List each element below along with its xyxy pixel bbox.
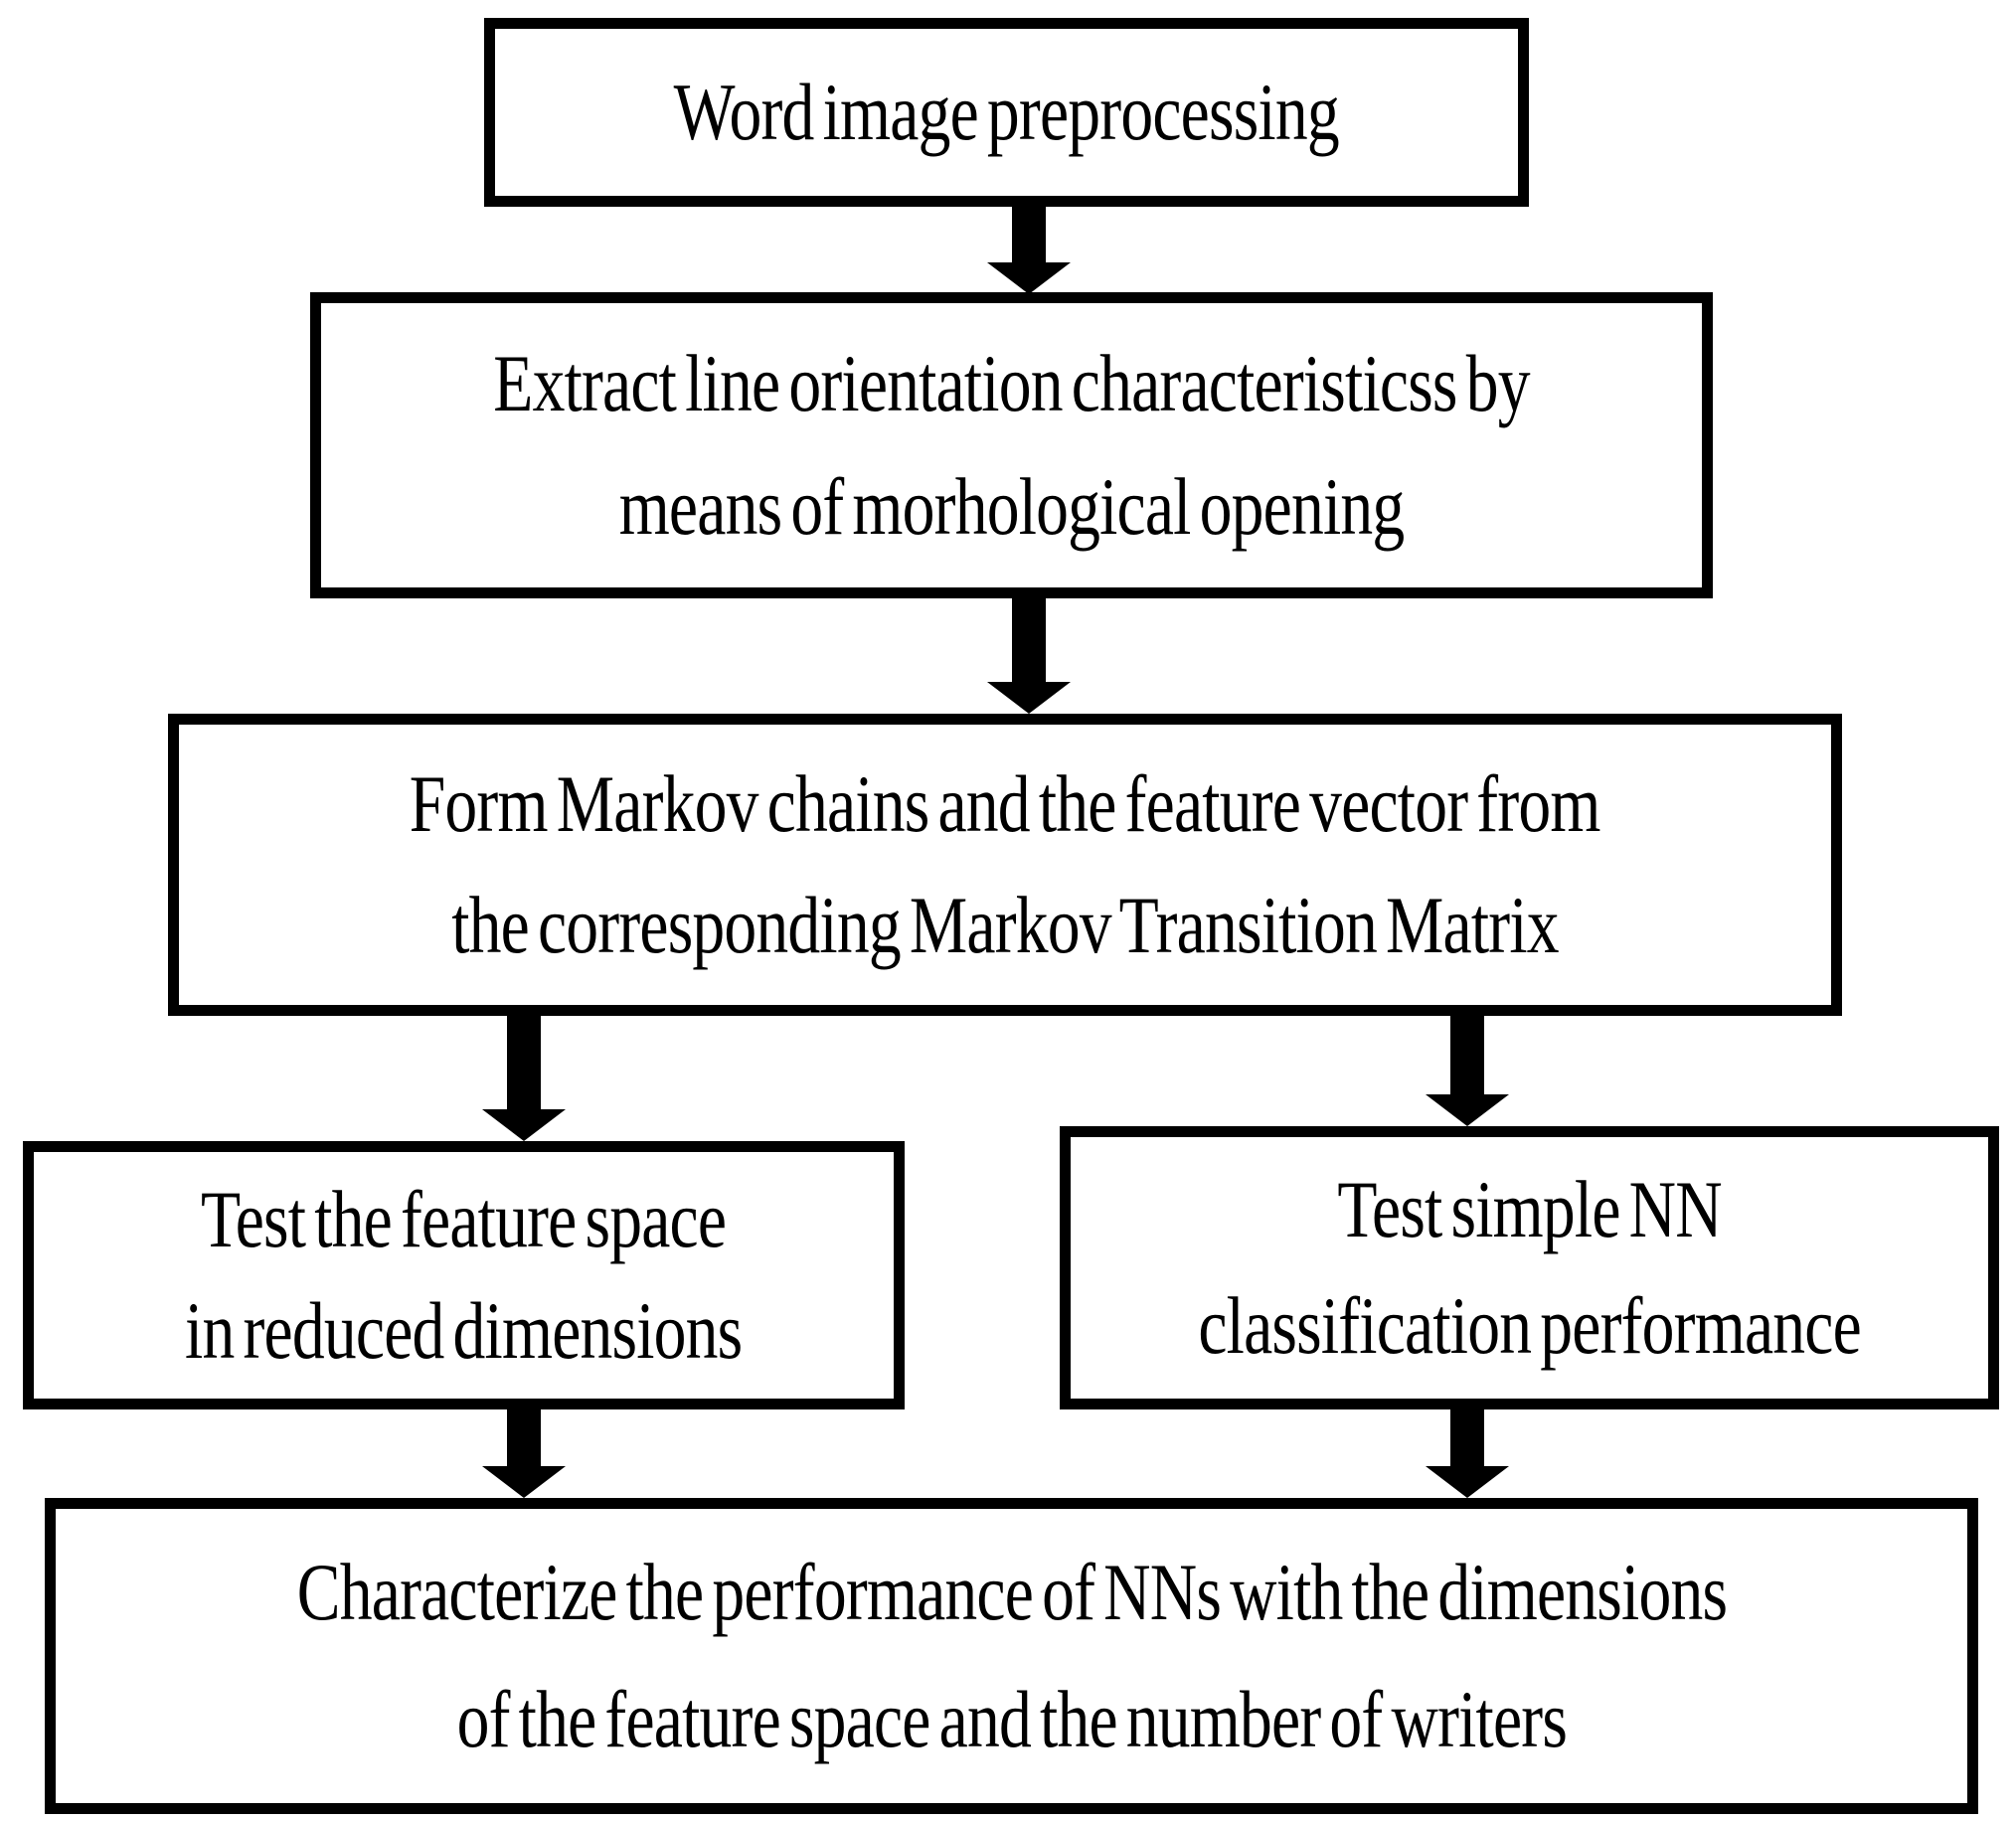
arrowhead-down-icon [1426,1094,1509,1126]
arrowhead-down-icon [1426,1466,1509,1498]
flow-node-extract-line-orientation: Extract line orientation characteristics… [310,292,1713,598]
node-text-line: of the feature space and the number of w… [456,1673,1567,1764]
arrow-shaft [1012,207,1046,266]
arrowhead-down-icon [482,1466,566,1498]
arrowhead-down-icon [987,682,1071,714]
arrow-markov-to-test-simple-nn [1426,1016,1509,1126]
arrow-preprocess-to-extract [987,207,1071,294]
arrow-markov-to-test-feature-space [482,1016,566,1141]
arrow-test-feature-space-to-characterize [482,1409,566,1498]
flow-node-word-image-preprocessing: Word image preprocessing [484,18,1529,207]
node-text-line: in reduced dimensions [185,1284,743,1376]
node-text-line: Extract line orientation characteristics… [493,337,1530,428]
node-text-line: Test simple NN [1337,1164,1722,1255]
arrow-test-simple-nn-to-characterize [1426,1409,1509,1498]
arrow-shaft [507,1409,541,1470]
node-text-line: Characterize the performance of NNs with… [296,1547,1727,1638]
arrowhead-down-icon [987,262,1071,294]
flow-node-form-markov-chains: Form Markov chains and the feature vecto… [168,714,1842,1016]
node-text-line: the corresponding Markov Transition Matr… [451,880,1559,971]
arrow-shaft [1450,1409,1484,1470]
arrow-shaft [1012,598,1046,686]
flow-node-test-feature-space: Test the feature space in reduced dimens… [23,1141,905,1409]
flow-node-test-simple-nn: Test simple NN classification performanc… [1060,1126,1999,1409]
flow-node-characterize-performance: Characterize the performance of NNs with… [45,1498,1978,1814]
node-text-line: means of morhological opening [618,460,1405,552]
node-text-line: Test the feature space [201,1174,727,1265]
node-text-line: Form Markov chains and the feature vecto… [410,757,1601,849]
arrowhead-down-icon [482,1109,566,1141]
arrow-extract-to-markov [987,598,1071,714]
arrow-shaft [1450,1016,1484,1098]
node-text-line: Word image preprocessing [673,66,1340,157]
node-text-line: classification performance [1198,1279,1861,1371]
arrow-shaft [507,1016,541,1113]
